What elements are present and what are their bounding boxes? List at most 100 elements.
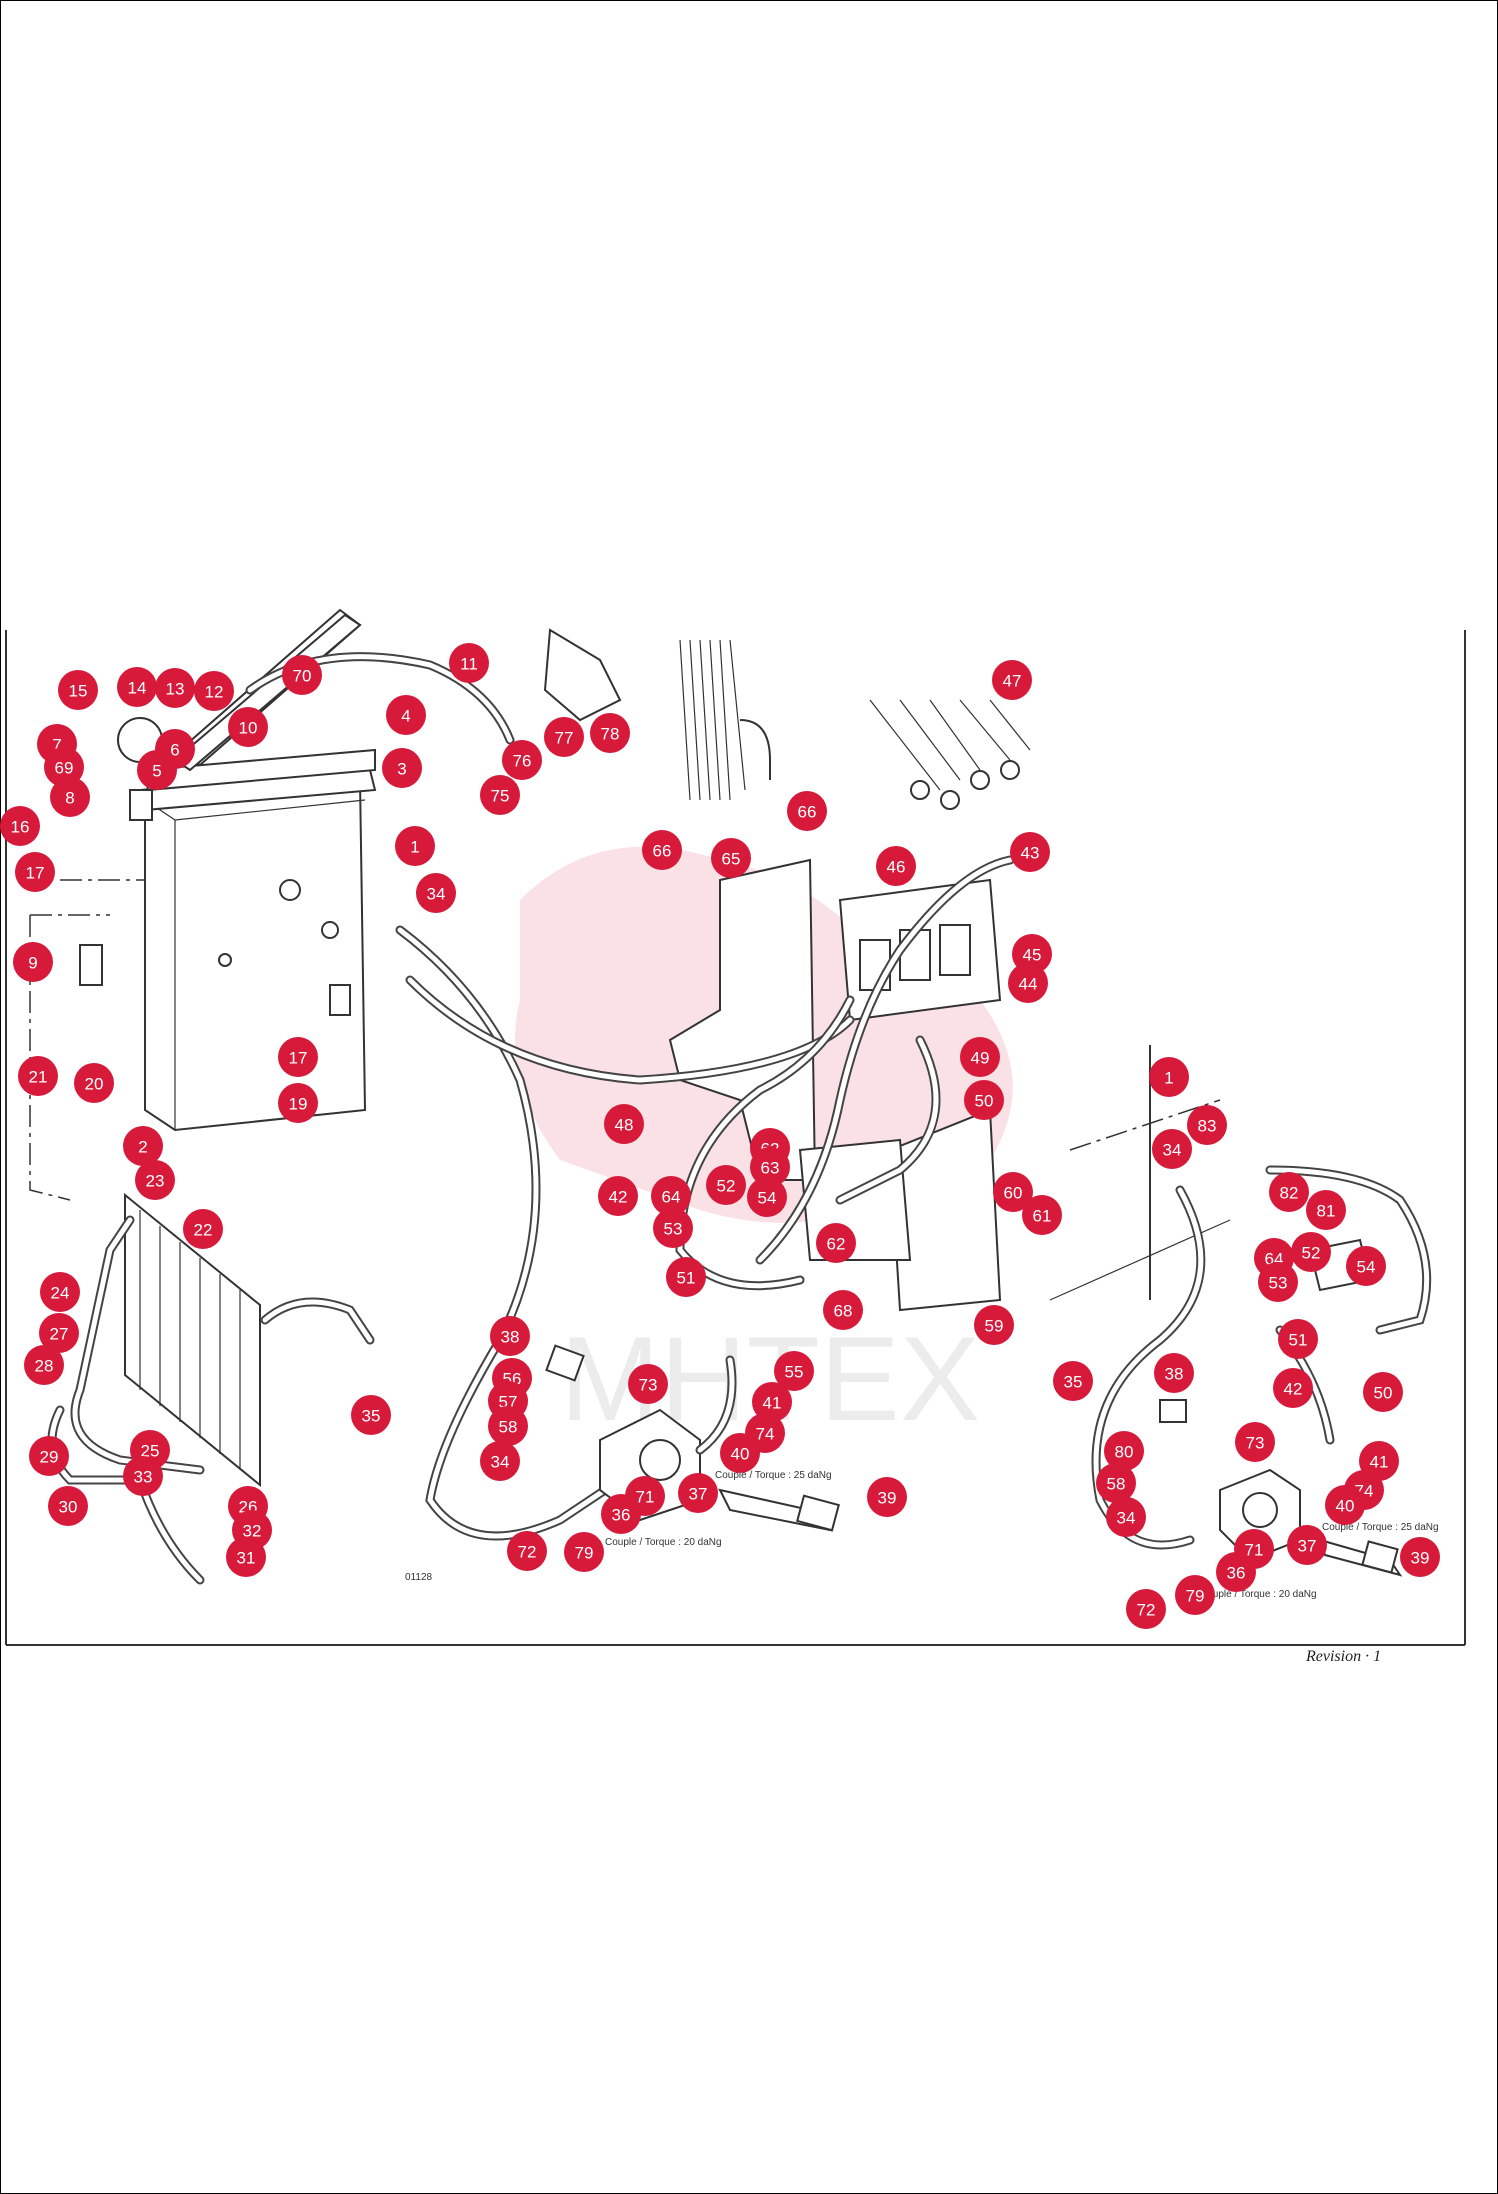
callout-marker xyxy=(74,1063,114,1103)
callout-marker xyxy=(706,1165,746,1205)
callout-number: 42 xyxy=(609,1188,628,1207)
callout-number: 48 xyxy=(615,1116,634,1135)
mounting-plate xyxy=(668,858,817,1181)
callout-1: 1 xyxy=(1149,1057,1189,1097)
callout-number: 41 xyxy=(763,1394,782,1413)
callout-number: 37 xyxy=(689,1485,708,1504)
callout-number: 41 xyxy=(1370,1453,1389,1472)
callout-marker xyxy=(1104,1431,1144,1471)
callout-number: 30 xyxy=(59,1498,78,1517)
callout-marker xyxy=(1149,1057,1189,1097)
callout-16: 16 xyxy=(0,806,40,846)
callout-number: 23 xyxy=(146,1172,165,1191)
callout-number: 14 xyxy=(128,679,147,698)
callout-73: 73 xyxy=(1235,1422,1275,1462)
callout-number: 66 xyxy=(798,803,817,822)
callout-marker xyxy=(752,1382,792,1422)
callout-12: 12 xyxy=(194,671,234,711)
torque-label-center-right: Couple / Torque : 25 daNg xyxy=(1322,1522,1439,1533)
callout-5: 5 xyxy=(137,750,177,790)
callout-marker xyxy=(123,1126,163,1166)
callout-marker xyxy=(449,643,489,683)
callout-48: 48 xyxy=(604,1104,644,1144)
callout-marker xyxy=(1216,1552,1256,1592)
callout-marker xyxy=(720,1433,760,1473)
callout-63: 63 xyxy=(750,1147,790,1187)
callout-marker xyxy=(544,717,584,757)
callout-marker xyxy=(564,1532,604,1572)
callout-number: 78 xyxy=(601,725,620,744)
callout-number: 33 xyxy=(134,1468,153,1487)
hose-50-inner xyxy=(837,1037,939,1203)
callout-55: 55 xyxy=(774,1351,814,1391)
callout-66: 66 xyxy=(787,791,827,831)
callout-83: 83 xyxy=(1187,1105,1227,1145)
callout-number: 62 xyxy=(827,1235,846,1254)
callout-38: 38 xyxy=(490,1316,530,1356)
callout-number: 59 xyxy=(985,1317,1004,1336)
callout-number: 34 xyxy=(491,1453,510,1472)
callout-marker xyxy=(774,1351,814,1391)
callout-42: 42 xyxy=(598,1176,638,1216)
callout-number: 36 xyxy=(612,1506,631,1525)
callout-marker xyxy=(480,775,520,815)
callout-number: 71 xyxy=(636,1488,655,1507)
callout-34: 34 xyxy=(1106,1497,1146,1537)
callout-number: 34 xyxy=(427,885,446,904)
callout-15: 15 xyxy=(58,670,98,710)
callout-marker xyxy=(1175,1575,1215,1615)
callout-number: 50 xyxy=(975,1092,994,1111)
callout-number: 73 xyxy=(639,1376,658,1395)
oil-cooler xyxy=(124,1192,375,1488)
callout-number: 58 xyxy=(1107,1475,1126,1494)
callout-marker xyxy=(226,1537,266,1577)
callout-marker xyxy=(50,777,90,817)
callout-marker xyxy=(974,1305,1014,1345)
callout-number: 13 xyxy=(166,680,185,699)
callout-20: 20 xyxy=(74,1063,114,1103)
callout-58: 58 xyxy=(1096,1463,1136,1503)
callout-marker xyxy=(123,1456,163,1496)
callout-13: 13 xyxy=(155,668,195,708)
callout-59: 59 xyxy=(974,1305,1014,1345)
callout-marker xyxy=(964,1080,1004,1120)
callout-number: 25 xyxy=(141,1442,160,1461)
torque-label-center: Couple / Torque : 25 daNg xyxy=(715,1470,832,1481)
callout-28: 28 xyxy=(24,1345,64,1385)
callout-number: 35 xyxy=(1064,1373,1083,1392)
callout-51: 51 xyxy=(666,1257,706,1297)
callout-marker xyxy=(867,1477,907,1517)
callout-number: 54 xyxy=(758,1189,777,1208)
callout-marker xyxy=(750,1147,790,1187)
callout-number: 81 xyxy=(1317,1202,1336,1221)
callout-number: 17 xyxy=(289,1049,308,1068)
callout-marker xyxy=(992,660,1032,700)
callout-marker xyxy=(1187,1105,1227,1145)
callout-marker xyxy=(604,1104,644,1144)
callout-marker xyxy=(155,668,195,708)
callout-49: 49 xyxy=(960,1037,1000,1077)
callout-number: 75 xyxy=(491,787,510,806)
callout-marker xyxy=(48,1486,88,1526)
hose-48-inner xyxy=(407,977,853,1083)
callout-number: 66 xyxy=(653,842,672,861)
callout-number: 1 xyxy=(410,838,419,857)
callout-marker xyxy=(13,942,53,982)
callout-42: 42 xyxy=(1273,1368,1313,1408)
callout-22: 22 xyxy=(183,1209,223,1249)
callout-marker xyxy=(1291,1232,1331,1272)
callout-marker xyxy=(993,1172,1033,1212)
callout-number: 72 xyxy=(1137,1601,1156,1620)
callout-number: 40 xyxy=(731,1445,750,1464)
callout-marker xyxy=(1363,1372,1403,1412)
callout-51: 51 xyxy=(1278,1319,1318,1359)
callout-40: 40 xyxy=(1325,1485,1365,1525)
callout-marker xyxy=(1400,1537,1440,1577)
callout-marker xyxy=(278,1037,318,1077)
callout-72: 72 xyxy=(1126,1589,1166,1629)
callout-number: 7 xyxy=(52,736,61,755)
callout-marker xyxy=(39,1313,79,1353)
callout-81: 81 xyxy=(1306,1190,1346,1230)
callout-number: 29 xyxy=(40,1448,59,1467)
callout-66: 66 xyxy=(642,830,682,870)
